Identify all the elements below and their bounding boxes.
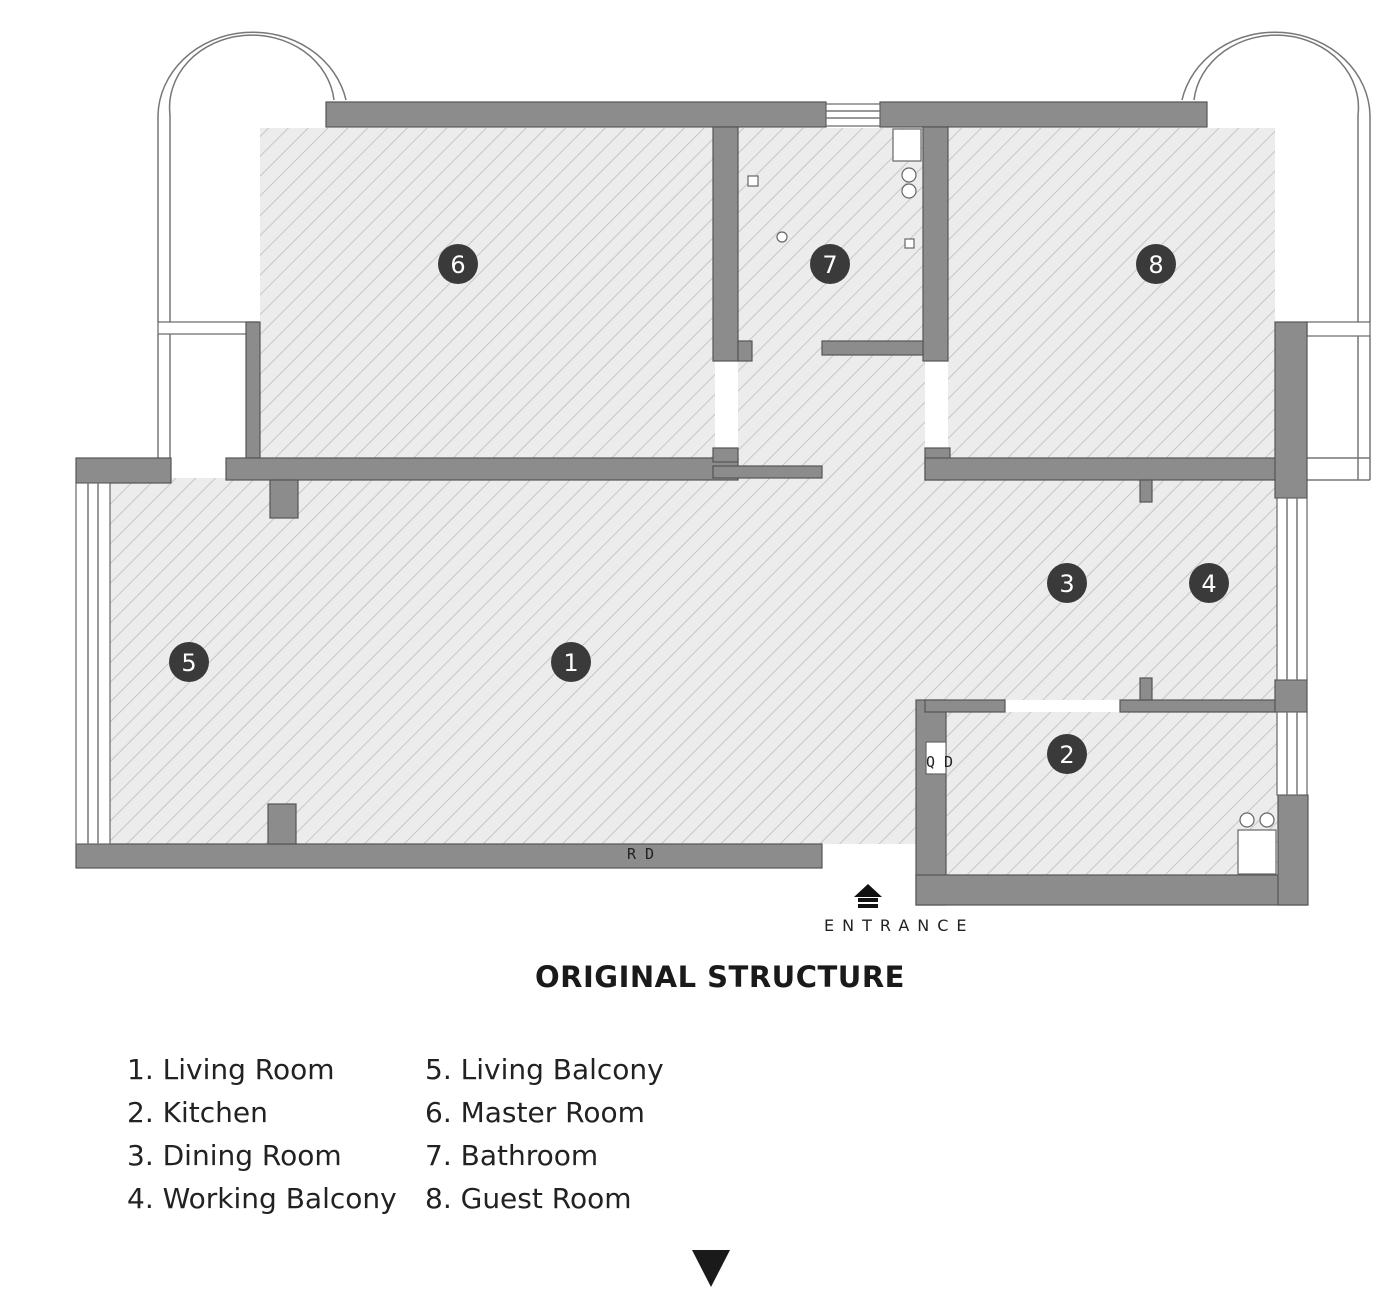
- room-guest: [948, 128, 1275, 458]
- room-markers: 1 2 3 4 5 6 7 8: [169, 244, 1229, 774]
- legend-item: 1. Living Room: [127, 1053, 335, 1086]
- room-marker-4: 4: [1189, 563, 1229, 603]
- room-marker-8: 8: [1136, 244, 1176, 284]
- legend-left: 1. Living Room 2. Kitchen 3. Dining Room…: [127, 1048, 397, 1220]
- room-marker-6: 6: [438, 244, 478, 284]
- legend-item: 7. Bathroom: [425, 1139, 599, 1172]
- legend-item: 8. Guest Room: [425, 1182, 632, 1215]
- entrance-label: ENTRANCE: [824, 916, 975, 935]
- svg-text:8: 8: [1148, 251, 1163, 279]
- room-kitchen: [946, 712, 1278, 875]
- room-corridor: [738, 341, 925, 481]
- room-marker-1: 1: [551, 642, 591, 682]
- legend-right: 5. Living Balcony 6. Master Room 7. Bath…: [425, 1048, 664, 1220]
- legend-item: 5. Living Balcony: [425, 1053, 664, 1086]
- down-arrow-icon: [692, 1250, 730, 1287]
- svg-text:4: 4: [1201, 570, 1216, 598]
- entrance-arrow-icon: [854, 884, 882, 908]
- room-marker-3: 3: [1047, 563, 1087, 603]
- svg-text:2: 2: [1059, 741, 1074, 769]
- page-title: ORIGINAL STRUCTURE: [535, 960, 905, 994]
- room-marker-7: 7: [810, 244, 850, 284]
- windows-fixtures: Q D R D: [75, 103, 1308, 875]
- room-marker-5: 5: [169, 642, 209, 682]
- room-master: [260, 128, 715, 458]
- balcony-arcs: [157, 31, 1371, 481]
- qd-label: Q D: [926, 753, 953, 771]
- room-marker-2: 2: [1047, 734, 1087, 774]
- svg-text:5: 5: [181, 649, 196, 677]
- room-living: [110, 478, 920, 844]
- legend-item: 6. Master Room: [425, 1096, 645, 1129]
- legend-item: 2. Kitchen: [127, 1096, 268, 1129]
- legend-item: 4. Working Balcony: [127, 1182, 397, 1215]
- room-bathroom: [738, 128, 923, 341]
- svg-text:1: 1: [563, 649, 578, 677]
- walls: [75, 101, 1309, 906]
- svg-text:3: 3: [1059, 570, 1074, 598]
- rd-label: R D: [627, 845, 654, 863]
- svg-text:7: 7: [822, 251, 837, 279]
- svg-text:6: 6: [450, 251, 465, 279]
- legend-item: 3. Dining Room: [127, 1139, 342, 1172]
